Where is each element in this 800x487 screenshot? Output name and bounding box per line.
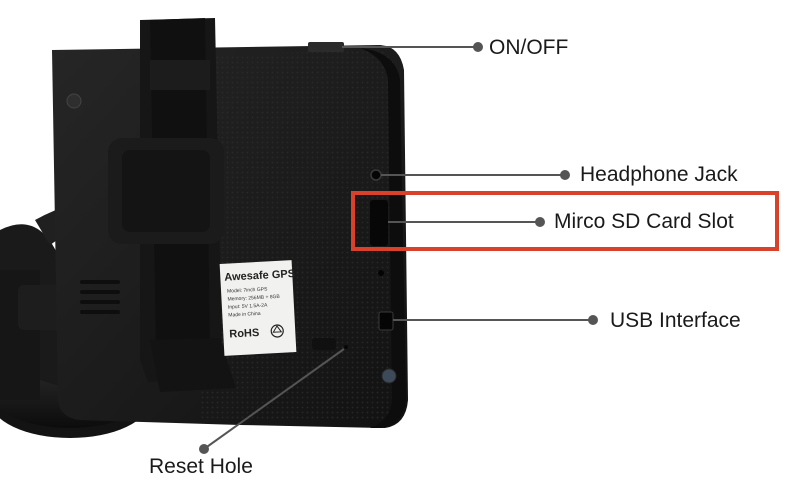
on-off-label: ON/OFF <box>489 36 569 59</box>
label-line1: Model: 7inch GPS <box>227 286 268 294</box>
reset-hole-label: Reset Hole <box>149 455 253 478</box>
reset-hole <box>312 338 336 350</box>
product-label: Awesafe GPS Model: 7inch GPS Memory: 256… <box>219 260 297 356</box>
headphone-jack-label: Headphone Jack <box>580 163 738 186</box>
label-brand: Awesafe GPS <box>224 268 295 284</box>
usb-port <box>378 311 394 331</box>
small-port <box>378 270 384 276</box>
round-button <box>381 368 397 384</box>
headphone-jack <box>370 169 382 181</box>
micro-sd-slot <box>370 200 388 246</box>
usb-interface-label: USB Interface <box>610 309 741 332</box>
micro-sd-slot-label: Mirco SD Card Slot <box>554 210 734 233</box>
micro-sd-highlight-box <box>351 191 779 251</box>
label-rohs: RoHS <box>229 327 260 341</box>
power-button <box>308 42 344 52</box>
speaker-grill <box>80 280 120 314</box>
mounting-bracket <box>108 18 236 392</box>
label-line4: Made in China <box>228 311 261 319</box>
label-line2: Memory: 256MB + 8GB <box>227 294 280 303</box>
leader-lines <box>199 42 598 454</box>
label-line3: Input: 5V 1.5A-2A <box>228 302 268 310</box>
recycle-icon <box>270 324 284 338</box>
